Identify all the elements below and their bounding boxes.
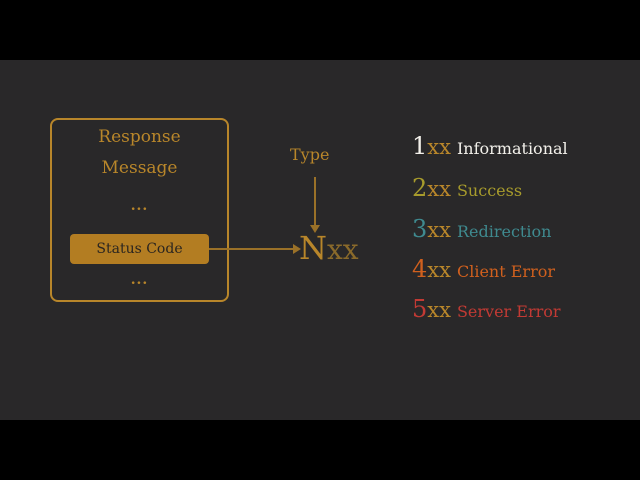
class-suffix: xx xyxy=(427,258,451,282)
class-label: Redirection xyxy=(456,222,552,241)
status-code-pattern: Nxx xyxy=(299,228,359,270)
arrow-down-icon xyxy=(310,225,320,233)
class-digit: 5 xyxy=(412,295,428,323)
class-label: Server Error xyxy=(456,302,561,321)
legend-row-5xx: 5xx Server Error xyxy=(412,295,561,325)
ellipsis-bottom: ... xyxy=(130,272,149,288)
pattern-suffix: xx xyxy=(327,233,359,266)
class-digit: 2 xyxy=(412,174,428,202)
title-line-1: Response xyxy=(98,127,181,147)
class-label: Success xyxy=(456,181,523,200)
class-label: Informational xyxy=(456,139,568,158)
class-digit: 3 xyxy=(412,215,428,243)
response-message-title: Response Message xyxy=(50,122,229,184)
title-line-2: Message xyxy=(101,158,178,178)
legend-row-4xx: 4xx Client Error xyxy=(412,255,555,285)
type-label: Type xyxy=(290,145,330,164)
type-digit: N xyxy=(299,229,327,267)
class-digit: 1 xyxy=(412,132,428,160)
arrow-right-icon xyxy=(293,244,301,254)
class-suffix: xx xyxy=(427,298,451,322)
legend-row-1xx: 1xx Informational xyxy=(412,132,568,162)
class-suffix: xx xyxy=(427,135,451,159)
type-to-n-connector xyxy=(314,177,316,227)
legend-row-3xx: 3xx Redirection xyxy=(412,215,551,245)
response-message-box xyxy=(50,118,229,302)
ellipsis-top: ... xyxy=(130,198,149,214)
status-to-nxx-connector xyxy=(209,248,297,250)
legend-row-2xx: 2xx Success xyxy=(412,174,522,204)
class-digit: 4 xyxy=(412,255,428,283)
status-code-field: Status Code xyxy=(70,234,209,264)
class-suffix: xx xyxy=(427,218,451,242)
class-suffix: xx xyxy=(427,177,451,201)
class-label: Client Error xyxy=(456,262,555,281)
